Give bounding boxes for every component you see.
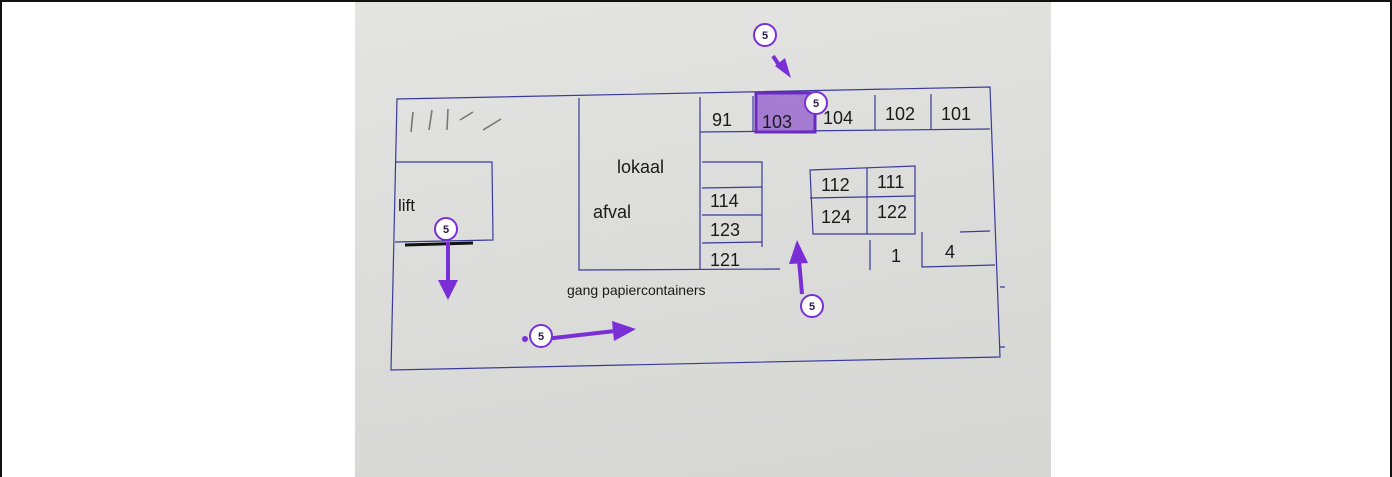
step-badge-room-103[interactable]: 5 [804, 91, 828, 115]
small-room-dividers [701, 186, 763, 244]
floor-plan-walls [390, 86, 1005, 371]
lokaal-afval-room [578, 98, 781, 271]
top-room-dividers [752, 94, 932, 132]
room-114: 114 [710, 191, 739, 211]
step-badge-top[interactable]: 5 [753, 23, 777, 47]
svg-text:5: 5 [809, 301, 815, 313]
lift-door-bar [404, 241, 474, 247]
room-111: 111 [877, 172, 904, 192]
room-122: 122 [877, 202, 907, 222]
room-101: 101 [941, 104, 971, 124]
route-arrow-gang [544, 321, 636, 341]
room-124: 124 [821, 207, 851, 227]
lift-label: lift [398, 196, 415, 215]
floor-plan-photo: lift lokaal afval gang papiercontainers … [355, 2, 1051, 477]
building-outline [390, 86, 1001, 371]
wall-stub [959, 230, 991, 233]
staircase-marks [410, 108, 502, 133]
gang-papiercontainers-label: gang papiercontainers [567, 282, 706, 298]
route-arrow-corridor [789, 240, 808, 295]
room-4: 4 [945, 242, 955, 262]
lift-room [394, 161, 494, 243]
floor-plan-map: lift lokaal afval gang papiercontainers … [390, 23, 1005, 371]
svg-text:5: 5 [538, 331, 544, 343]
room-1: 1 [891, 246, 901, 266]
room-123: 123 [710, 220, 740, 240]
step-badge-gang[interactable]: 5 [529, 324, 553, 348]
route-start-dot [522, 336, 528, 342]
afval-label: afval [593, 202, 631, 222]
room-103: 103 [762, 112, 792, 132]
route-arrows [438, 54, 808, 342]
step-badge-corridor[interactable]: 5 [800, 294, 824, 318]
room-112: 112 [821, 175, 850, 195]
room-121: 121 [710, 250, 740, 270]
door-marks [1000, 286, 1005, 348]
step-badge-lift[interactable]: 5 [434, 217, 458, 241]
lokaal-label: lokaal [617, 157, 664, 177]
svg-text:5: 5 [443, 224, 449, 236]
room-104: 104 [823, 108, 853, 128]
bottom-right-rooms [869, 232, 996, 270]
room-91: 91 [712, 110, 732, 130]
svg-text:5: 5 [762, 30, 768, 42]
route-arrow-lift [438, 242, 458, 300]
route-arrow-top [771, 54, 791, 78]
upper-corridor-room [702, 161, 763, 247]
svg-text:5: 5 [813, 98, 819, 110]
center-block-dividers [809, 168, 916, 234]
top-rooms-bottom [699, 128, 991, 133]
center-block [809, 165, 916, 235]
room-102: 102 [885, 104, 915, 124]
